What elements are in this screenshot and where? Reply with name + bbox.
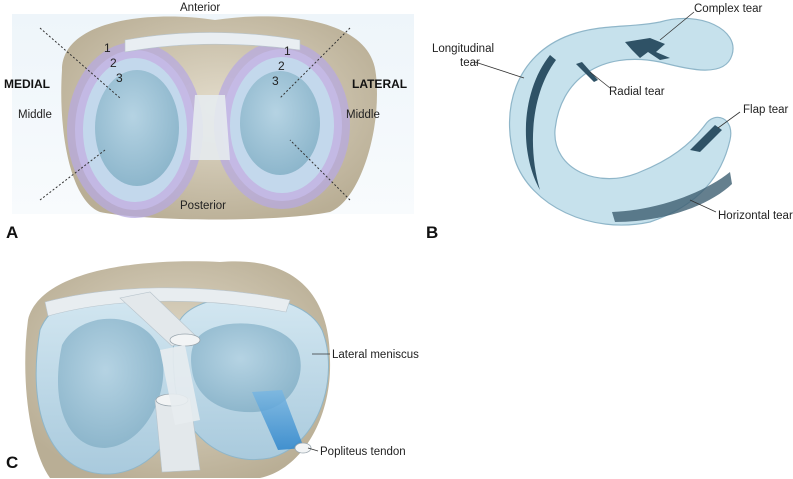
zone-dividers-a (39, 27, 351, 201)
anterior-ligament-a (124, 32, 301, 53)
meniscus-c-shape (508, 17, 734, 226)
panel-b: Complex tear Longitudinal tear Radial te… (426, 3, 793, 242)
lateral-meniscus-label: Lateral meniscus (332, 349, 419, 361)
zone-label-left-2: 2 (110, 56, 117, 70)
panel-c-leaders (307, 353, 330, 452)
radial-tear-shape (576, 62, 598, 82)
middle-left-label: Middle (18, 109, 52, 121)
medial-meniscus-a (67, 42, 203, 218)
radial-tear-label: Radial tear (609, 86, 665, 98)
zone-label-right-2: 2 (278, 59, 285, 73)
lateral-meniscus-a (214, 41, 350, 209)
horizontal-tear-label: Horizontal tear (718, 210, 793, 222)
anterior-ligament-c (44, 287, 291, 317)
medial-label: MEDIAL (4, 77, 50, 91)
panel-c: Lateral meniscus Popliteus tendon C (6, 261, 419, 478)
panel-letter-b: B (426, 223, 438, 242)
panel-a: 1 2 3 1 2 3 Anterior Posterior MEDIAL LA… (4, 2, 414, 242)
lateral-label: LATERAL (352, 77, 407, 91)
popliteus-hiatus-c (252, 390, 304, 450)
flap-tear-shape (690, 125, 722, 152)
zone-label-right-1: 1 (284, 44, 291, 58)
longitudinal-tear-label-2: tear (460, 57, 480, 69)
lateral-plateau-c (191, 323, 301, 413)
posterior-label: Posterior (180, 200, 226, 212)
complex-tear-shape (625, 38, 670, 60)
middle-right-label: Middle (346, 109, 380, 121)
zone-label-left-1: 1 (104, 41, 111, 55)
medial-plateau-c (57, 318, 164, 448)
popliteus-tendon-label: Popliteus tendon (320, 446, 406, 458)
central-ligaments-a (190, 95, 230, 160)
horizontal-tear-shape (612, 172, 732, 222)
popliteus-stump-c (294, 442, 312, 454)
central-band-c (160, 345, 200, 425)
panel-letter-a: A (6, 223, 18, 242)
zone-label-left-3: 3 (116, 71, 123, 85)
acl-stump-c (169, 333, 201, 347)
panel-letter-c: C (6, 453, 18, 472)
longitudinal-tear-shape (525, 55, 556, 190)
panel-b-leaders (474, 11, 741, 213)
flap-tear-label: Flap tear (743, 104, 789, 116)
complex-tear-label: Complex tear (694, 3, 763, 15)
longitudinal-tear-label-1: Longitudinal (432, 43, 494, 55)
zone-label-right-3: 3 (272, 74, 279, 88)
anterior-label: Anterior (180, 2, 220, 14)
